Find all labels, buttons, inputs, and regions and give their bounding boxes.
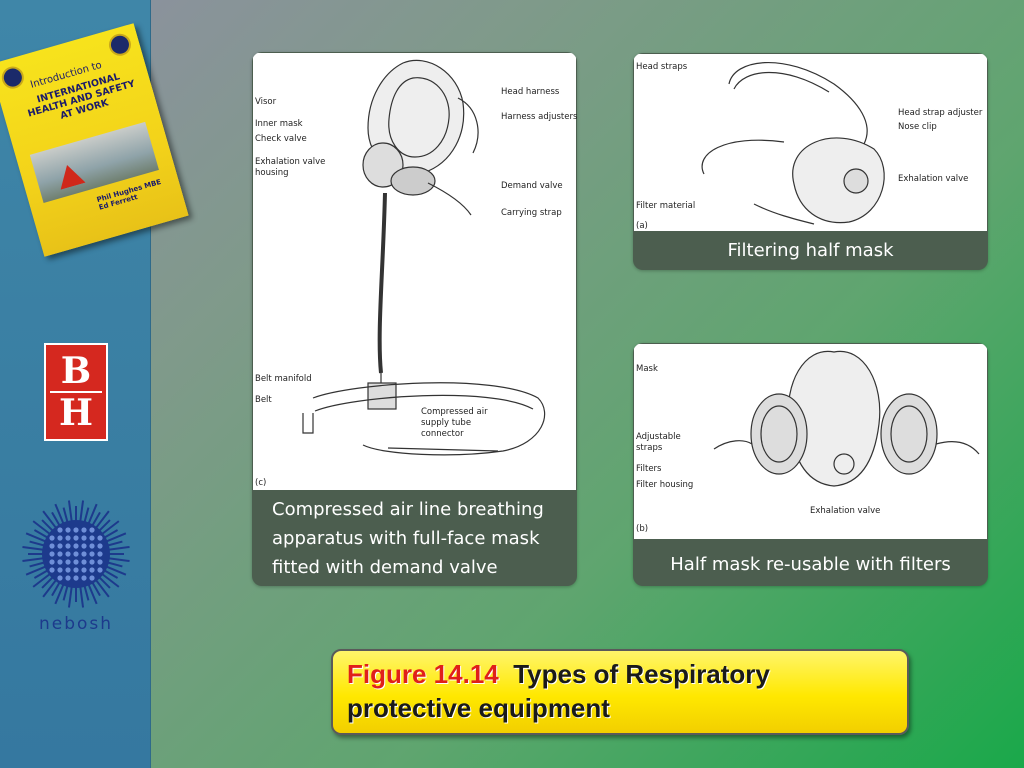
label-inner-mask: Inner mask xyxy=(255,119,303,129)
label-mask: Mask xyxy=(636,364,658,374)
caption-compressed-air: Compressed air line breathing apparatus … xyxy=(272,499,544,578)
label-exhalation-valve-housing-2: housing xyxy=(255,168,289,178)
label-adjustable-straps: Adjustable xyxy=(636,432,681,442)
breathing-apparatus-icon xyxy=(302,59,546,456)
compressed-air-illustration: Visor Inner mask Check valve Exhalation … xyxy=(253,53,577,490)
filtering-mask-illustration: Head straps Head strap adjuster Nose cli… xyxy=(634,54,987,231)
label-part-a: (a) xyxy=(636,221,648,231)
label-adjustable-straps-2: straps xyxy=(636,443,663,453)
label-harness-adjusters: Harness adjusters xyxy=(501,112,577,122)
label-part-c: (c) xyxy=(255,478,267,488)
sidebar: Introduction to INTERNATIONAL HEALTH AND… xyxy=(0,0,189,768)
label-exhalation-valve-housing: Exhalation valve xyxy=(255,157,326,167)
label-head-strap-adjuster: Head strap adjuster xyxy=(898,108,983,118)
label-head-harness: Head harness xyxy=(501,87,560,97)
label-head-straps: Head straps xyxy=(636,62,688,72)
label-filter-housing: Filter housing xyxy=(636,480,694,490)
figure-caption: Types of Respiratory protective equipmen… xyxy=(347,659,770,723)
label-supply-tube: supply tube xyxy=(421,418,472,428)
label-nose-clip: Nose clip xyxy=(898,122,937,132)
nebosh-logo-icon xyxy=(22,500,130,608)
figure-title-box: Figure 14.14 Types of Respiratory protec… xyxy=(331,649,909,735)
reusable-mask-illustration: Mask Adjustable straps Filters Filter ho… xyxy=(634,344,987,539)
figure-title: Figure 14.14 Types of Respiratory protec… xyxy=(347,657,897,725)
label-visor: Visor xyxy=(255,97,277,107)
book-cover: Introduction to INTERNATIONAL HEALTH AND… xyxy=(0,23,189,257)
caption-filtering-half-mask: Filtering half mask xyxy=(727,240,894,261)
filtering-mask-icon xyxy=(701,62,885,225)
figure-number: Figure 14.14 xyxy=(347,659,499,689)
nebosh-label: nebosh xyxy=(38,614,114,634)
label-demand-valve: Demand valve xyxy=(501,181,563,191)
seal-icon xyxy=(106,31,134,59)
label-connector: connector xyxy=(421,429,464,439)
label-exhalation-valve: Exhalation valve xyxy=(898,174,969,184)
label-belt: Belt xyxy=(255,395,272,405)
label-exhalation-valve: Exhalation valve xyxy=(810,506,881,516)
label-belt-manifold: Belt manifold xyxy=(255,374,312,384)
label-carrying-strap: Carrying strap xyxy=(501,208,562,218)
reusable-mask-icon xyxy=(713,350,980,487)
caption-reusable-half-mask: Half mask re-usable with filters xyxy=(670,554,951,575)
label-filters: Filters xyxy=(636,464,662,474)
panel-compressed-air: Visor Inner mask Check valve Exhalation … xyxy=(252,52,577,586)
label-filter-material: Filter material xyxy=(636,201,696,211)
panel-reusable-half-mask: Mask Adjustable straps Filters Filter ho… xyxy=(633,343,988,586)
bh-logo: B H xyxy=(44,343,108,441)
label-check-valve: Check valve xyxy=(255,134,307,144)
label-part-b: (b) xyxy=(636,524,649,534)
seal-icon xyxy=(0,63,27,92)
label-compressed-air-supply: Compressed air xyxy=(421,407,488,417)
panel-filtering-half-mask: Head straps Head strap adjuster Nose cli… xyxy=(633,53,988,270)
